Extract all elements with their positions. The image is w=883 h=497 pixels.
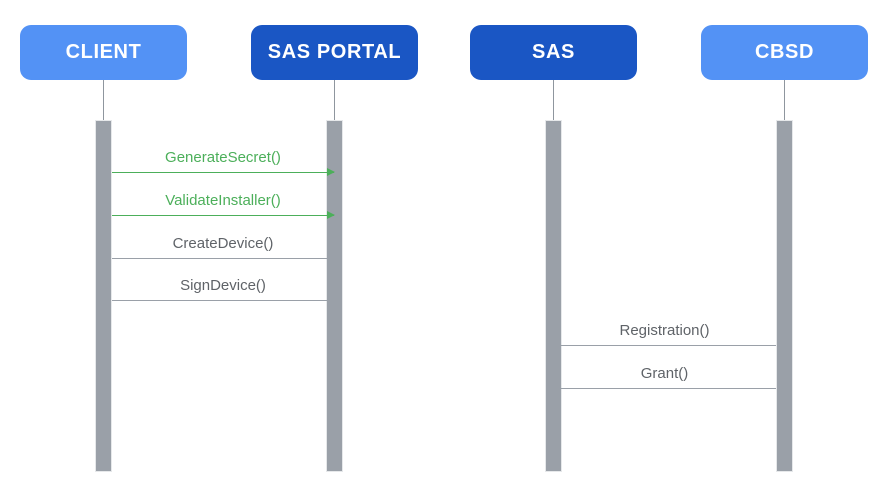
arrowhead-right-icon [327, 254, 335, 262]
participant-label-client: CLIENT [65, 41, 142, 63]
arrowhead-right-icon [327, 168, 335, 176]
activation-bar-client [95, 120, 112, 472]
arrowhead-right-icon [327, 211, 335, 219]
message-line-registration [553, 345, 776, 346]
message-line-sign-device [112, 300, 334, 301]
message-label-create-device: CreateDevice() [172, 235, 274, 252]
participant-label-cbsd: CBSD [754, 41, 815, 63]
participant-label-sas-portal: SAS PORTAL [267, 41, 402, 63]
message-label-sign-device: SignDevice() [180, 277, 266, 294]
participant-box-client[interactable]: CLIENT [20, 25, 187, 80]
message-label-generate-secret: GenerateSecret() [165, 149, 281, 166]
arrowhead-left-icon [552, 341, 560, 349]
lifeline-stem-cbsd [784, 80, 785, 120]
participant-box-sas[interactable]: SAS [470, 25, 637, 80]
message-label-registration: Registration() [619, 322, 710, 339]
message-line-generate-secret [112, 172, 334, 173]
lifeline-stem-sas-portal [334, 80, 335, 120]
lifeline-stem-client [103, 80, 104, 120]
message-line-create-device [112, 258, 334, 259]
message-label-validate-installer: ValidateInstaller() [165, 192, 281, 209]
participant-box-sas-portal[interactable]: SAS PORTAL [251, 25, 418, 80]
participant-label-sas: SAS [532, 41, 575, 63]
activation-bar-sas [545, 120, 562, 472]
message-label-grant: Grant() [640, 365, 689, 382]
arrowhead-left-icon [552, 384, 560, 392]
participant-box-cbsd[interactable]: CBSD [701, 25, 868, 80]
lifeline-stem-sas [553, 80, 554, 120]
message-line-validate-installer [112, 215, 334, 216]
activation-bar-cbsd [776, 120, 793, 472]
message-line-grant [553, 388, 776, 389]
arrowhead-right-icon [327, 296, 335, 304]
